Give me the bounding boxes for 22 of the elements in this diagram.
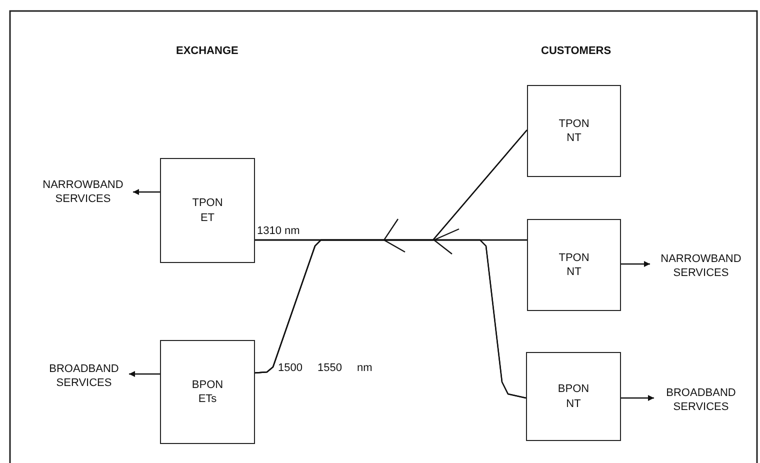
arrow (621, 261, 650, 267)
terminal-label: TPON NT (558, 116, 590, 146)
section-heading: EXCHANGE (176, 45, 238, 57)
terminal-box (527, 85, 621, 177)
arrow (133, 189, 160, 195)
terminal-label: BPON NT (558, 382, 590, 411)
service-label: BROADBAND SERVICES (49, 362, 119, 390)
terminal-box (527, 219, 621, 311)
wavelength-label: 1310 nm (257, 225, 300, 237)
terminal-label: TPON ET (192, 196, 223, 225)
arrow (129, 371, 160, 377)
terminal-label: TPON NT (558, 250, 590, 280)
terminal-box (526, 352, 621, 441)
service-label: NARROWBAND SERVICES (660, 252, 742, 280)
terminal-box (160, 340, 255, 444)
service-label: BROADBAND SERVICES (666, 386, 736, 414)
arrow (621, 395, 654, 401)
terminal-box (160, 158, 255, 263)
service-label: NARROWBAND SERVICES (42, 178, 124, 206)
section-heading: CUSTOMERS (541, 45, 612, 57)
terminal-label: BPON ETs (192, 378, 224, 406)
wavelength-label: 1500 1550 nm (278, 362, 372, 374)
